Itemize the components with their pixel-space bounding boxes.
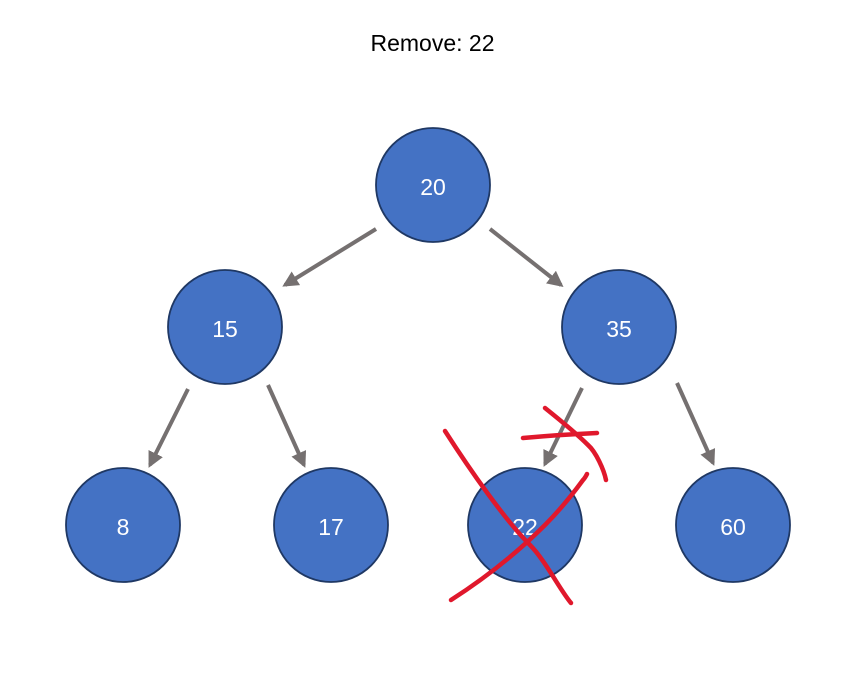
tree-node-17: 17 xyxy=(273,467,389,583)
node-label-60: 60 xyxy=(720,514,746,540)
nodes: 20 15 35 8 17 22 60 xyxy=(65,127,791,583)
tree-node-22: 22 xyxy=(467,467,583,583)
tree-node-60: 60 xyxy=(675,467,791,583)
edge-15-8 xyxy=(148,388,190,468)
node-label-35: 35 xyxy=(606,316,632,342)
node-label-20: 20 xyxy=(420,174,446,200)
tree-node-35: 35 xyxy=(561,269,677,385)
edge-15-17 xyxy=(266,384,307,468)
tree-node-15: 15 xyxy=(167,269,283,385)
edge-20-15 xyxy=(282,227,378,287)
tree-node-20: 20 xyxy=(375,127,491,243)
node-label-8: 8 xyxy=(117,514,130,540)
edge-cross-mark-stroke-2 xyxy=(520,430,600,441)
tree-node-8: 8 xyxy=(65,467,181,583)
node-label-17: 17 xyxy=(318,514,344,540)
node-cross-mark-stroke-2 xyxy=(448,471,590,603)
edge-35-60 xyxy=(675,382,716,466)
node-label-15: 15 xyxy=(212,316,238,342)
edges xyxy=(148,227,716,468)
diagram-title: Remove: 22 xyxy=(370,30,495,56)
edge-20-35 xyxy=(488,227,564,287)
edge-cross-mark-stroke-1 xyxy=(542,405,609,483)
cross-out-marks xyxy=(442,405,609,606)
